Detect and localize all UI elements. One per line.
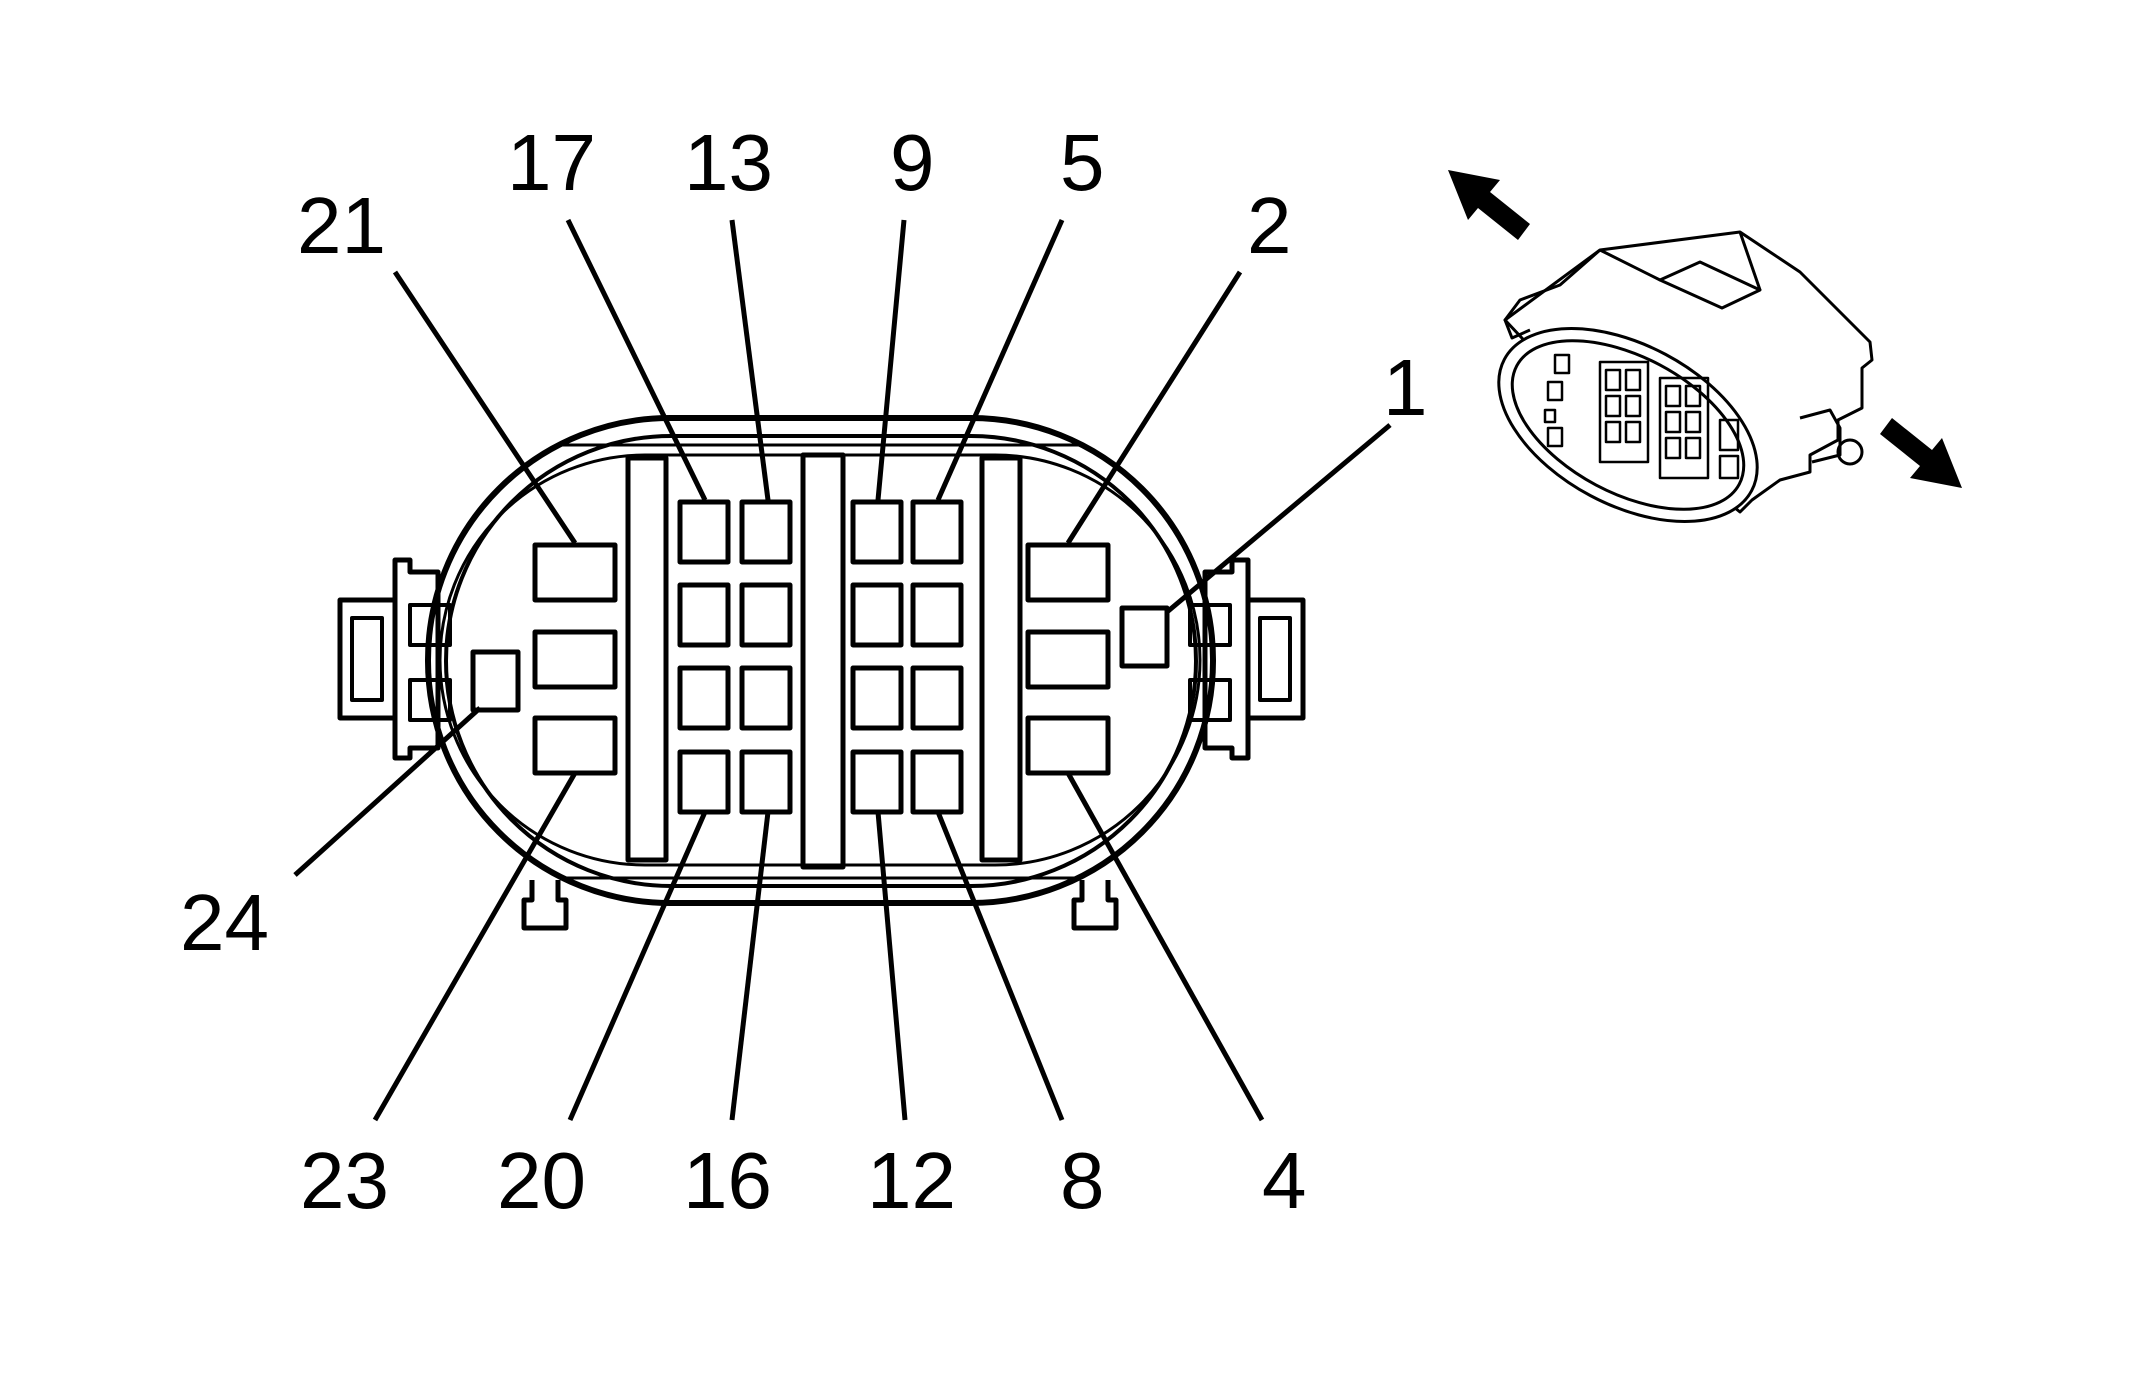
leader-20 xyxy=(567,810,708,1122)
pin-label-9: 9 xyxy=(890,118,935,207)
leader-1 xyxy=(1165,423,1392,614)
leader-21 xyxy=(392,270,578,545)
housing-inner-shell xyxy=(444,434,1198,888)
leader-lines xyxy=(293,218,1392,1122)
left-latch xyxy=(337,557,452,761)
pin-label-17: 17 xyxy=(507,118,596,207)
pin-label-20: 20 xyxy=(497,1136,586,1225)
leader-24 xyxy=(293,706,482,877)
pin-label-16: 16 xyxy=(683,1136,772,1225)
right-latch xyxy=(1188,557,1306,761)
pin-label-2: 2 xyxy=(1247,181,1292,270)
pin-label-8: 8 xyxy=(1060,1136,1105,1225)
leader-4 xyxy=(1065,771,1265,1122)
connector-perspective-icon xyxy=(1448,170,1962,523)
leader-17 xyxy=(565,218,708,502)
pin-label-13: 13 xyxy=(684,118,773,207)
pin-label-24: 24 xyxy=(180,878,269,967)
pull-direction-arrow-icon xyxy=(1880,418,1962,488)
pull-direction-arrow-icon xyxy=(1448,170,1530,240)
leader-12 xyxy=(875,811,908,1121)
leader-23 xyxy=(372,771,578,1122)
pin-label-4: 4 xyxy=(1262,1136,1307,1225)
leader-9 xyxy=(875,219,907,501)
pin-label-23: 23 xyxy=(300,1136,389,1225)
pin-label-1: 1 xyxy=(1383,343,1428,432)
housing-outer-shell xyxy=(425,415,1216,906)
connector-face-view xyxy=(293,218,1392,1122)
leader-13 xyxy=(729,219,771,501)
pin-label-5: 5 xyxy=(1060,118,1105,207)
leader-2 xyxy=(1065,270,1243,545)
pin-label-21: 21 xyxy=(297,181,386,270)
leader-16 xyxy=(729,811,771,1121)
leader-5 xyxy=(935,218,1065,502)
bottom-feet xyxy=(521,880,1119,931)
pin-labels: 17 13 9 5 21 2 1 24 23 20 16 12 8 4 xyxy=(180,118,1428,1225)
pin-cavities xyxy=(470,499,1170,815)
pin-label-12: 12 xyxy=(867,1136,956,1225)
leader-8 xyxy=(935,811,1065,1121)
separator-bars xyxy=(625,452,1023,870)
